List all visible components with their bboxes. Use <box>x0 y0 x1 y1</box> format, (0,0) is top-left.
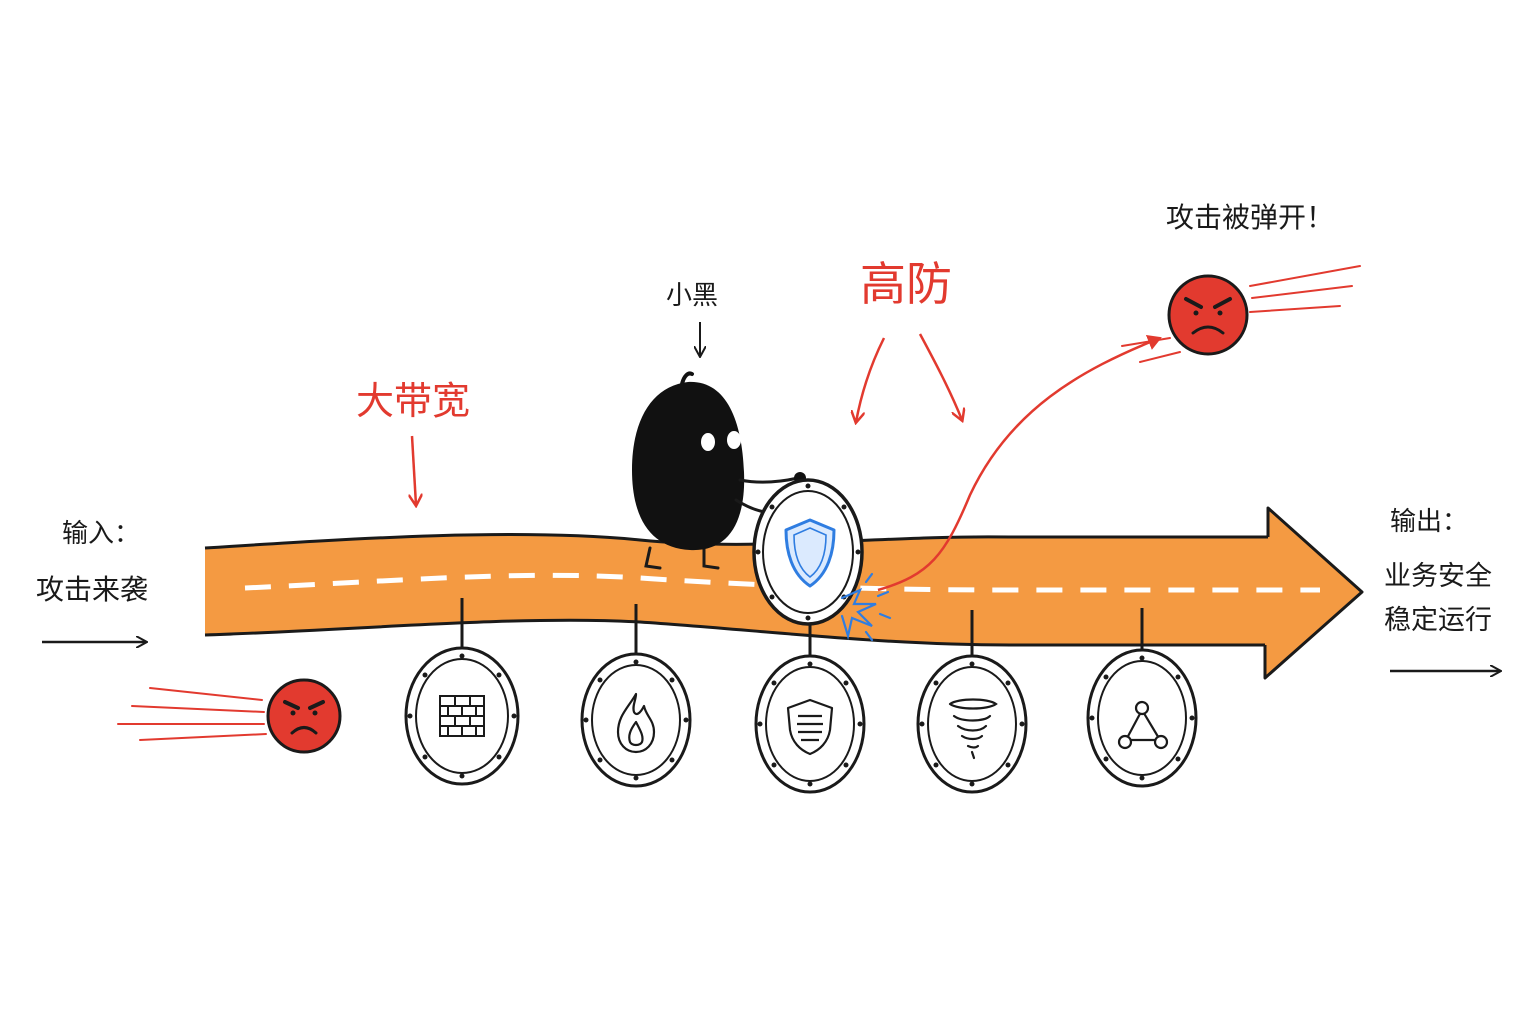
shield-icon <box>786 698 834 756</box>
output-label: 输出： <box>1390 507 1469 537</box>
character-label: 小黑 <box>666 281 719 311</box>
xiaohei-character <box>632 371 806 570</box>
bounced-attack-ball <box>1121 265 1361 363</box>
high-defense-arrow-left <box>856 337 886 422</box>
bounce-trajectory-arrow <box>877 335 1162 592</box>
shield-flame <box>580 652 692 788</box>
flame-icon <box>616 692 656 754</box>
tornado-icon <box>948 698 998 760</box>
shield-tornado <box>916 654 1028 794</box>
shield-guard <box>754 654 866 794</box>
brick-wall-icon <box>439 695 485 737</box>
shield-brick-wall <box>404 646 520 786</box>
output-text-line1: 业务安全 <box>1384 561 1492 592</box>
impact-spark <box>840 572 892 642</box>
network-triangle-icon <box>1117 700 1169 750</box>
bandwidth-arrow <box>412 435 416 505</box>
high-defense-label: 高防 <box>860 257 952 311</box>
front-defense-shield <box>752 478 864 626</box>
input-label: 输入： <box>62 519 141 549</box>
output-text-line2: 稳定运行 <box>1384 605 1492 636</box>
input-text: 攻击来袭 <box>36 573 149 606</box>
blue-shield-icon <box>784 518 836 588</box>
bandwidth-label: 大带宽 <box>356 379 471 423</box>
incoming-attack-ball <box>117 678 342 754</box>
high-defense-arrow-right <box>918 333 962 420</box>
bounce-label: 攻击被弹开！ <box>1166 201 1335 234</box>
shield-network <box>1086 648 1198 788</box>
